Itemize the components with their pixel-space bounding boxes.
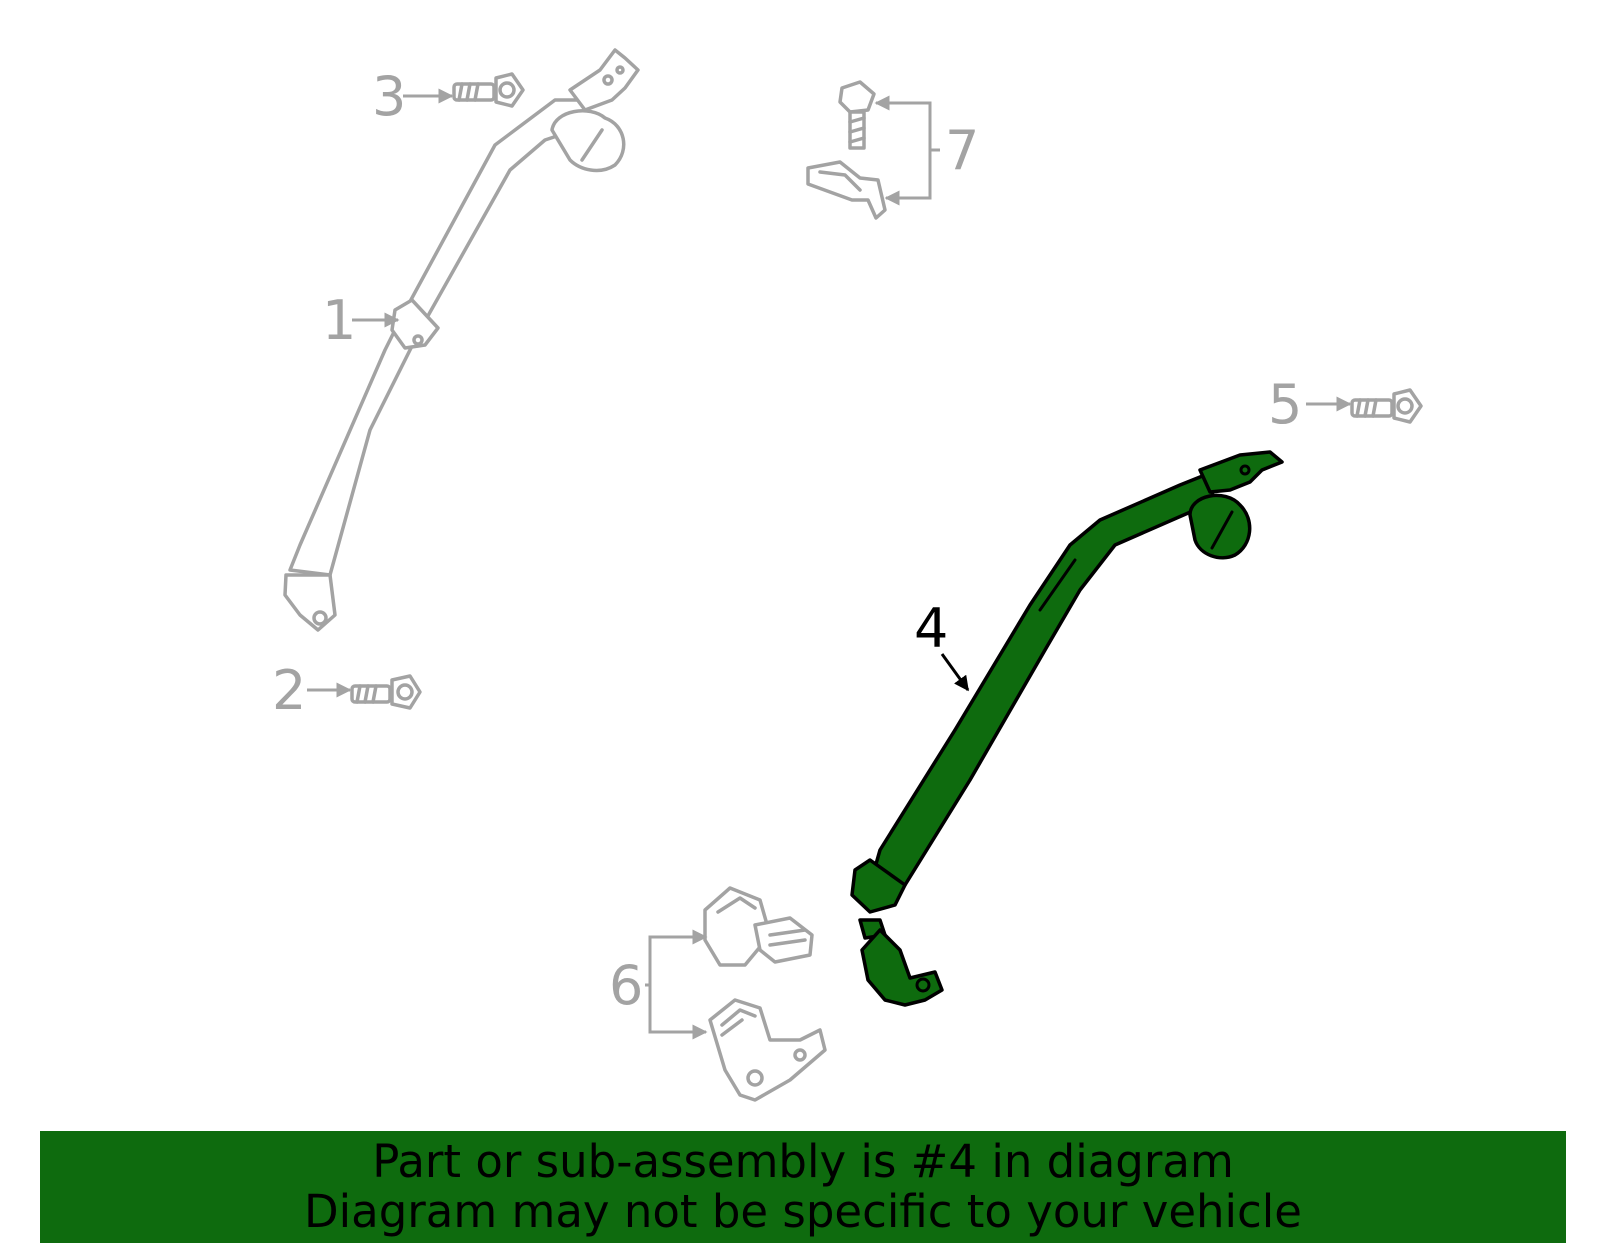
callout-7: 7	[945, 119, 979, 182]
bolt-part-3[interactable]	[452, 72, 525, 108]
callout-2: 2	[272, 659, 306, 722]
bolt-part-2[interactable]	[350, 674, 422, 710]
callout-4: 4	[914, 597, 948, 660]
callout-6: 6	[609, 954, 643, 1017]
bolt-and-clip-part-7[interactable]	[806, 80, 887, 220]
seat-belt-left-assembly[interactable]	[283, 48, 640, 632]
info-banner: Part or sub-assembly is #4 in diagram Di…	[40, 1131, 1566, 1243]
callout-3: 3	[372, 65, 406, 128]
callout-5: 5	[1268, 373, 1302, 436]
leader-lines	[307, 88, 1352, 1040]
callout-1: 1	[322, 289, 356, 352]
bolt-part-5[interactable]	[1350, 388, 1423, 424]
callout-labels: 1 2 3 4 5 6 7	[272, 65, 1302, 1017]
buckle-assembly-part-6[interactable]	[703, 886, 827, 1102]
banner-line-2: Diagram may not be specific to your vehi…	[304, 1185, 1302, 1238]
banner-line-1: Part or sub-assembly is #4 in diagram	[372, 1135, 1234, 1188]
seat-belt-assembly-part-4[interactable]	[850, 450, 1284, 1007]
parts-diagram: 1 2 3 4 5 6 7	[272, 48, 1423, 1102]
